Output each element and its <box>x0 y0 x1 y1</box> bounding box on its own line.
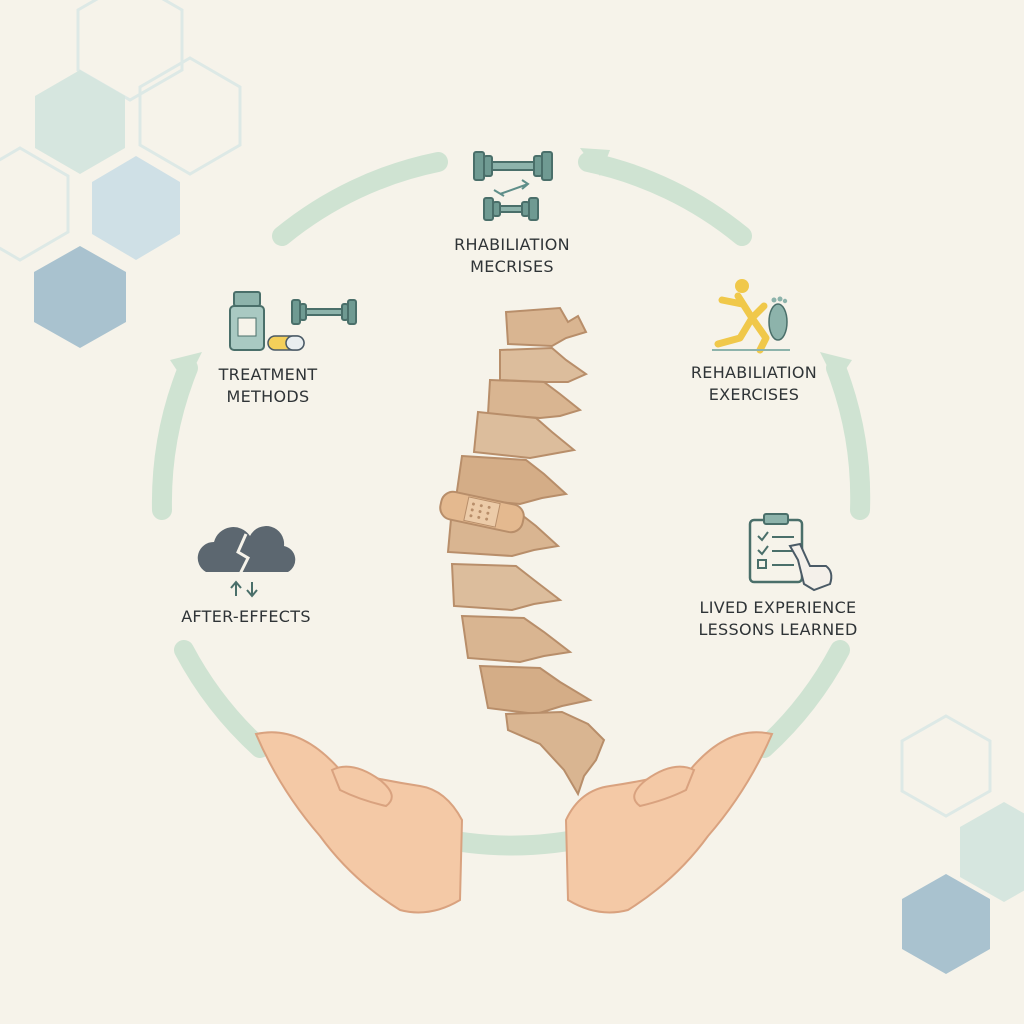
ring-arc-left <box>151 358 198 520</box>
vertebra-3 <box>486 378 583 420</box>
vertebra-1 <box>504 306 588 348</box>
bandage-icon <box>439 490 525 534</box>
spine-with-bandage-icon <box>439 306 606 797</box>
ring-arc-lower-right <box>754 640 850 758</box>
node-label-upper-right-line-2: EXERCISES <box>708 385 800 404</box>
vertebra-8 <box>460 614 573 664</box>
hexagon-decoration-bottom-right <box>900 714 1024 974</box>
arrow-head-left-icon <box>170 352 202 384</box>
vertebra-4 <box>472 410 577 460</box>
running-figure-and-footprint-icon <box>712 279 790 354</box>
dumbbells-icon <box>473 151 553 221</box>
node-label-lower-left: AFTER-EFFECTS <box>166 606 326 628</box>
clipboard-checklist-icon <box>748 513 833 592</box>
ring-arc-top-right <box>578 152 752 246</box>
ring-arrow-heads <box>170 148 852 384</box>
ring-arc-top-left <box>272 152 448 246</box>
hexagon-decoration-top-left <box>0 0 242 348</box>
node-label-lower-right-line-1: LIVED EXPERIENCE <box>699 598 857 617</box>
ring-arc-lower-left <box>174 640 270 758</box>
vertebra-9 <box>478 664 593 716</box>
vertebra-7 <box>450 562 563 612</box>
node-label-lower-left-line-1: AFTER-EFFECTS <box>181 607 311 626</box>
arrow-head-right-icon <box>820 352 852 384</box>
node-label-upper-right-line-1: REHABILIATION <box>690 363 818 382</box>
node-label-upper-right: REHABILIATION EXERCISES <box>664 362 844 406</box>
left-hand <box>254 731 464 914</box>
cracked-cloud-icon <box>197 526 296 598</box>
node-label-top-line-2: MECRISES <box>470 257 554 276</box>
left-thumb <box>330 765 393 808</box>
arrow-head-top-right-icon <box>580 148 610 176</box>
right-thumb <box>633 765 696 808</box>
ring-arc-right <box>826 358 871 520</box>
medicine-bottle-and-dumbbell-icon <box>229 291 357 351</box>
node-label-top-line-1: RHABILIATION <box>454 235 570 254</box>
node-label-top: RHABILIATION MECRISES <box>432 234 592 278</box>
vertebra-2 <box>499 346 589 383</box>
node-label-upper-left-line-2: METHODS <box>226 387 310 406</box>
node-label-lower-right-line-2: LESSONS LEARNED <box>698 620 858 639</box>
node-label-upper-left: TREATMENT METHODS <box>188 364 348 408</box>
cycle-ring <box>151 152 871 856</box>
sacrum <box>504 710 606 797</box>
node-label-upper-left-line-1: TREATMENT <box>218 365 318 384</box>
node-label-lower-right: LIVED EXPERIENCE LESSONS LEARNED <box>688 597 868 641</box>
supporting-hands-icon <box>254 731 774 914</box>
